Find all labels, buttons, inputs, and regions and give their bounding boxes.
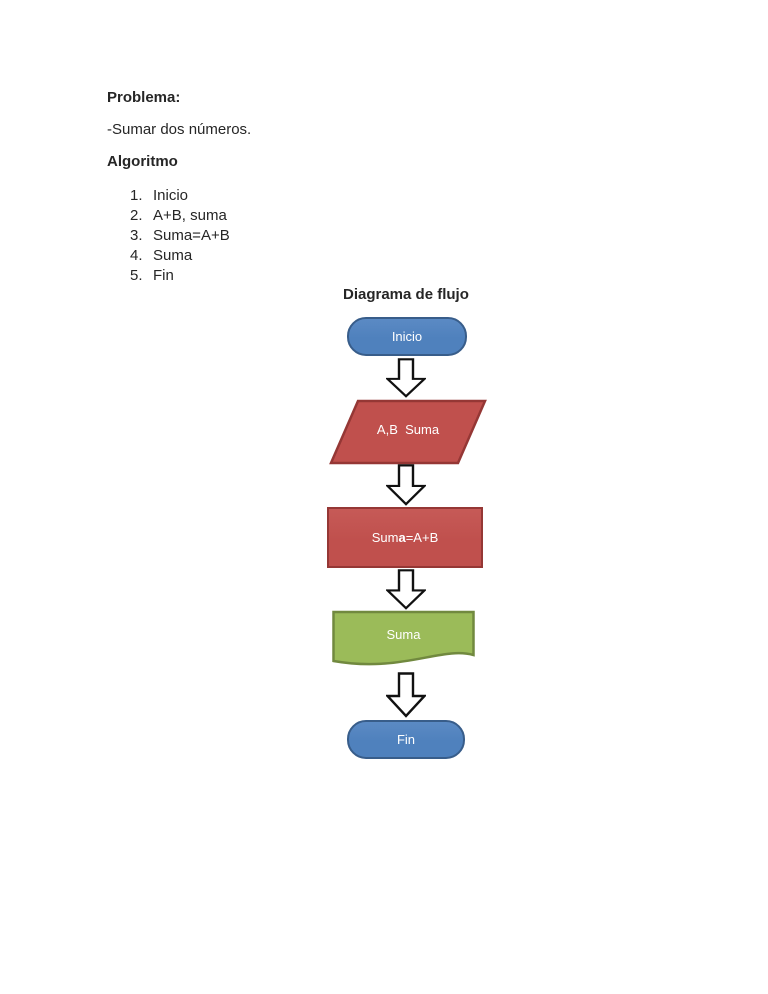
list-item: 4. Suma xyxy=(130,246,230,266)
step-text: Fin xyxy=(153,267,174,284)
step-number: 4. xyxy=(130,247,143,264)
list-item: 3. Suma=A+B xyxy=(130,226,230,246)
node-label-output: Suma xyxy=(386,626,421,642)
list-item: 2. A+B, suma xyxy=(130,206,230,226)
problem-text: -Sumar dos números. xyxy=(107,121,252,138)
list-item: 5. Fin xyxy=(130,266,230,286)
step-text: Suma=A+B xyxy=(153,227,230,244)
down-arrow-icon xyxy=(386,464,426,506)
node-label-end: Fin xyxy=(396,732,416,747)
step-text: Inicio xyxy=(153,187,189,204)
step-text: Suma xyxy=(153,247,193,264)
flowchart-title: Diagrama de flujo xyxy=(343,286,469,303)
algorithm-steps-list: 1. Inicio 2. A+B, suma 3. Suma=A+B 4. Su… xyxy=(130,186,230,286)
down-arrow-icon xyxy=(386,569,426,610)
list-item: 1. Inicio xyxy=(130,186,230,206)
step-text: A+B, suma xyxy=(153,207,227,224)
node-label-process: Suma=A+B xyxy=(371,530,439,545)
flowchart-node-end: Fin xyxy=(347,720,465,759)
flowchart-node-start: Inicio xyxy=(347,317,467,356)
flowchart-node-output: Suma xyxy=(332,610,475,674)
step-number: 5. xyxy=(130,267,143,284)
step-number: 2. xyxy=(130,207,143,224)
step-number: 3. xyxy=(130,227,143,244)
down-arrow-icon xyxy=(386,672,426,718)
down-arrow-icon xyxy=(386,358,426,398)
step-number: 1. xyxy=(130,187,143,204)
node-label-start: Inicio xyxy=(391,329,423,344)
problem-heading: Problema: xyxy=(107,89,181,106)
flowchart-node-input: A,B Suma xyxy=(329,399,487,465)
flowchart-node-process: Suma=A+B xyxy=(327,507,483,568)
algorithm-heading: Algoritmo xyxy=(107,153,178,170)
node-label-input: A,B Suma xyxy=(376,421,440,437)
